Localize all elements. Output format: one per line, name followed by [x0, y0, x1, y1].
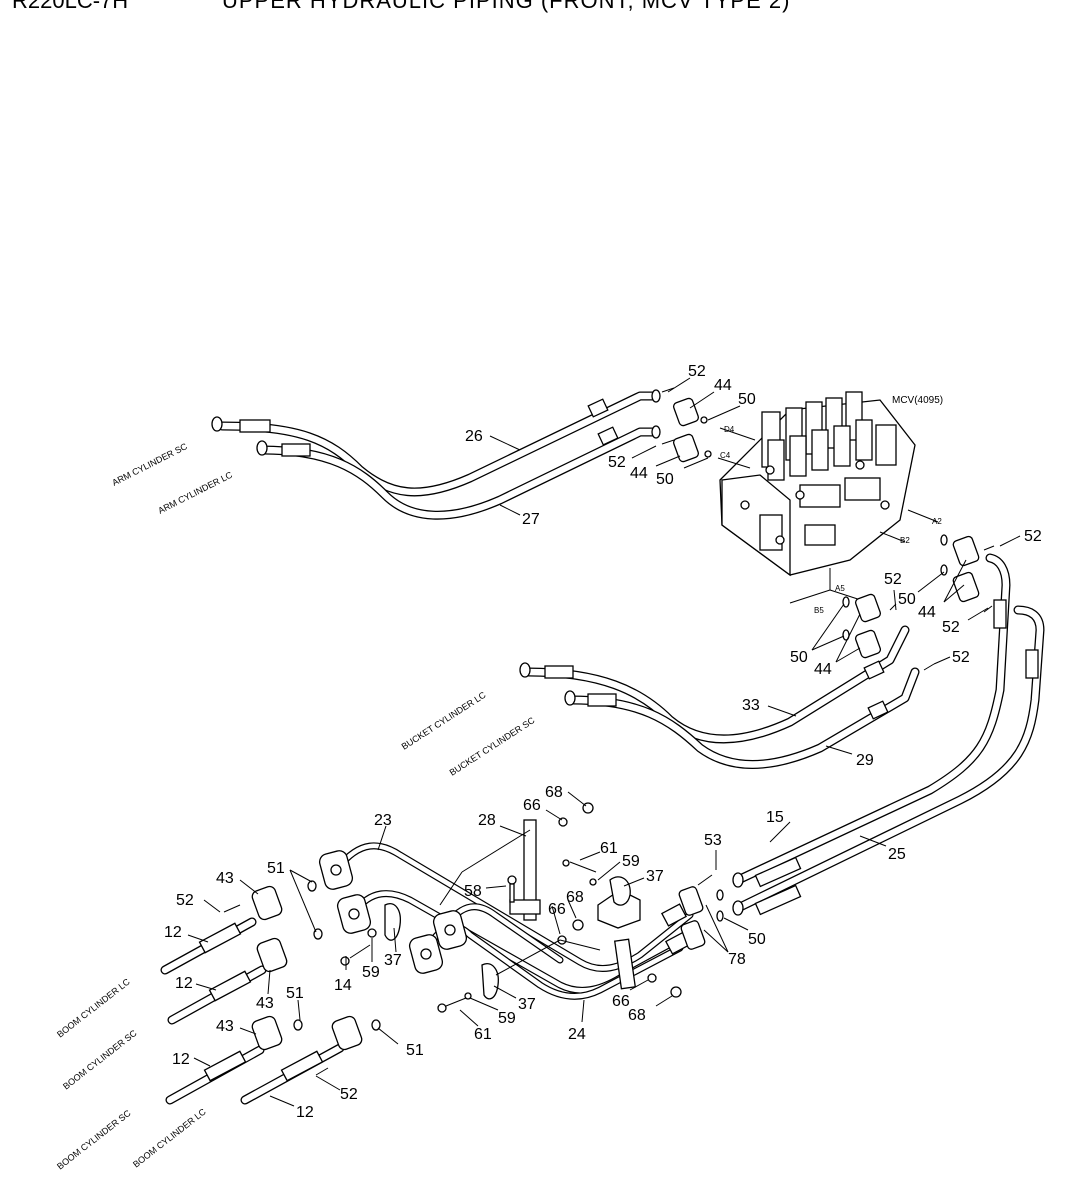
callout-43: 43 — [256, 995, 274, 1012]
callout-24: 24 — [568, 1026, 586, 1043]
flange-clamp-43-a — [251, 885, 283, 921]
callout-52: 52 — [884, 571, 902, 588]
callout-59: 59 — [498, 1010, 516, 1027]
label-bucket-cylinder-lc: BUCKET CYLINDER LC — [400, 689, 488, 751]
leader-lines — [187, 377, 1021, 1107]
callout-43: 43 — [216, 870, 234, 887]
page-title: UPPER HYDRAULIC PIPING (FRONT, MCV TYPE … — [222, 0, 791, 13]
callout-44: 44 — [814, 661, 832, 678]
label-bucket-cylinder-sc: BUCKET CYLINDER SC — [448, 715, 537, 778]
callout-43: 43 — [216, 1018, 234, 1035]
flange-clamp-44-c — [854, 593, 882, 623]
callout-50: 50 — [898, 591, 916, 608]
callout-66: 66 — [523, 797, 541, 814]
model-number: R220LC-7H — [12, 0, 129, 13]
callout-33: 33 — [742, 697, 760, 714]
label-arm-cylinder-sc: ARM CYLINDER SC — [110, 441, 189, 488]
callout-37: 37 — [646, 868, 664, 885]
callout-12: 12 — [296, 1104, 314, 1121]
flange-clamp-44-f — [952, 571, 980, 603]
callout-51: 51 — [286, 985, 304, 1002]
callout-23: 23 — [374, 812, 392, 829]
hose-33 — [523, 625, 910, 744]
port-label-d4: D4 — [724, 425, 735, 434]
callout-66: 66 — [612, 993, 630, 1010]
flange-clamp-43-d — [331, 1015, 363, 1051]
label-boom-cylinder-sc-1: BOOM CYLINDER SC — [61, 1028, 139, 1092]
callout-53: 53 — [704, 832, 722, 849]
callout-78: 78 — [728, 951, 746, 968]
callout-59: 59 — [622, 853, 640, 870]
callout-52: 52 — [1024, 528, 1042, 545]
label-boom-cylinder-lc-1: BOOM CYLINDER LC — [55, 976, 132, 1039]
callout-29: 29 — [856, 752, 874, 769]
hose-27 — [257, 427, 660, 520]
main-control-valve — [717, 391, 939, 604]
callout-12: 12 — [164, 924, 182, 941]
label-boom-cylinder-sc-2: BOOM CYLINDER SC — [55, 1108, 133, 1172]
callout-44: 44 — [714, 377, 732, 394]
label-arm-cylinder-lc: ARM CYLINDER LC — [156, 469, 234, 515]
callout-25: 25 — [888, 846, 906, 863]
callout-44: 44 — [918, 604, 936, 621]
hose-25 — [733, 605, 1045, 913]
callout-68: 68 — [545, 784, 563, 801]
callout-50: 50 — [790, 649, 808, 666]
flange-clamp-44-b — [672, 433, 700, 463]
callout-50: 50 — [748, 931, 766, 948]
label-boom-cylinder-lc-2: BOOM CYLINDER LC — [131, 1106, 208, 1169]
callout-26: 26 — [465, 428, 483, 445]
callout-12: 12 — [175, 975, 193, 992]
callout-68: 68 — [566, 889, 584, 906]
callout-51: 51 — [406, 1042, 424, 1059]
callout-61: 61 — [600, 840, 618, 857]
callout-37: 37 — [518, 996, 536, 1013]
callout-59: 59 — [362, 964, 380, 981]
callout-68: 68 — [628, 1007, 646, 1024]
callout-27: 27 — [522, 511, 540, 528]
callout-58: 58 — [464, 883, 482, 900]
hose-29 — [567, 667, 920, 769]
callout-37: 37 — [384, 952, 402, 969]
flange-clamp-78-a — [678, 886, 704, 916]
flange-clamp-78-b — [680, 920, 706, 950]
callout-12: 12 — [172, 1051, 190, 1068]
callout-52: 52 — [340, 1086, 358, 1103]
flange-clamp-43-b — [256, 937, 288, 973]
callout-52: 52 — [608, 454, 626, 471]
callout-51: 51 — [267, 860, 285, 877]
port-label-a2: A2 — [932, 517, 942, 526]
callout-61: 61 — [474, 1026, 492, 1043]
callout-66: 66 — [548, 901, 566, 918]
flange-clamp-43-c — [251, 1015, 283, 1051]
callout-50: 50 — [656, 471, 674, 488]
callout-44: 44 — [630, 465, 648, 482]
flange-clamp-44-d — [854, 629, 882, 659]
callout-15: 15 — [766, 809, 784, 826]
flange-clamp-44-e — [952, 535, 980, 567]
hose-15 — [733, 553, 1011, 885]
flange-clamp-44-a — [672, 397, 700, 427]
port-label-b5: B5 — [814, 606, 824, 615]
callout-52: 52 — [176, 892, 194, 909]
callout-28: 28 — [478, 812, 496, 829]
port-label-a5: A5 — [835, 584, 845, 593]
callout-50: 50 — [738, 391, 756, 408]
callout-52: 52 — [952, 649, 970, 666]
callout-52: 52 — [688, 363, 706, 380]
callout-14: 14 — [334, 977, 352, 994]
port-label-b2: B2 — [900, 536, 910, 545]
callout-52: 52 — [942, 619, 960, 636]
port-label-c4: C4 — [720, 451, 731, 460]
mcv-label: MCV(4095) — [892, 395, 943, 406]
